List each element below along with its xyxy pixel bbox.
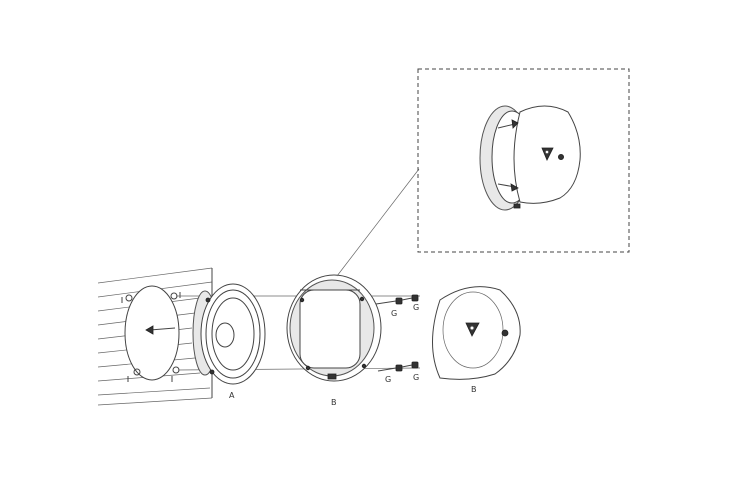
detail-inset — [418, 69, 629, 252]
label-g3: G — [385, 375, 391, 384]
wall-opening — [122, 286, 180, 382]
screw-upper-left — [396, 298, 402, 304]
detail-connector-line — [337, 169, 419, 276]
label-b-cover: B — [471, 385, 477, 394]
label-a: A — [229, 391, 235, 400]
screw-lower-left — [396, 365, 402, 371]
cover-knob — [502, 330, 508, 336]
part-b-cover: B — [433, 287, 521, 394]
ring-tab — [328, 374, 336, 379]
label-g1: G — [391, 309, 397, 318]
screw-upper-right — [412, 295, 418, 301]
screw-lower-right — [412, 362, 418, 368]
part-b-mounting-ring: B — [287, 275, 381, 407]
screws-g: G G G G — [376, 295, 419, 384]
label-b-ring: B — [331, 398, 337, 407]
label-g4: G — [413, 373, 419, 382]
detail-knob — [558, 154, 563, 159]
detail-tab — [514, 204, 520, 208]
part-a-speaker: A — [193, 284, 265, 400]
screw-hole-tl — [126, 295, 132, 301]
label-g2: G — [413, 303, 419, 312]
